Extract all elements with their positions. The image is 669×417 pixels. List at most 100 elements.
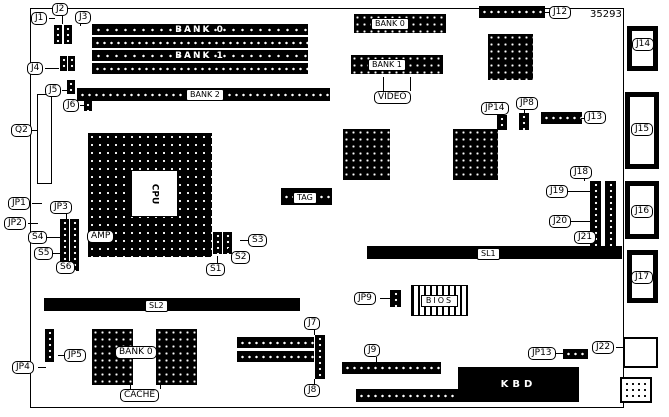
label-jp14: JP14 <box>481 102 509 115</box>
leader-line <box>584 178 585 181</box>
label-j6: J6 <box>63 99 80 112</box>
header-bar-b <box>237 351 314 362</box>
leader-line <box>524 110 525 113</box>
label-j15: J15 <box>631 123 654 136</box>
leader-line <box>66 214 67 219</box>
bank2-label: BANK 2 <box>186 89 224 101</box>
leader-line <box>44 237 60 238</box>
label-j1: J1 <box>31 12 48 25</box>
jumper-cluster-b <box>70 219 79 271</box>
leader-line <box>571 221 590 222</box>
label-video: VIDEO <box>374 91 411 104</box>
leader-line <box>545 12 550 13</box>
leader-line <box>314 379 315 384</box>
j16-port <box>625 181 659 239</box>
jumper-block-jp9 <box>390 290 401 307</box>
leader-line <box>217 256 218 263</box>
cache-bank0-label: BANK 0 <box>115 346 157 359</box>
video-bank0-label: BANK 0 <box>371 18 409 30</box>
label-cache: CACHE <box>120 389 160 402</box>
leader-line <box>28 223 38 224</box>
leader-line <box>376 357 377 362</box>
label-s6: S6 <box>56 261 76 274</box>
j12-header <box>479 6 545 18</box>
label-s1: S1 <box>206 263 226 276</box>
label-j20: J20 <box>549 215 572 228</box>
label-j9: J9 <box>364 344 381 357</box>
leader-line <box>32 203 42 204</box>
leader-line <box>568 191 590 192</box>
bios-label: BIOS <box>420 294 459 307</box>
leader-line <box>581 118 584 119</box>
switch-cluster-b <box>223 232 232 254</box>
leader-line <box>62 90 67 91</box>
leader-line <box>314 330 315 335</box>
leader-line <box>49 18 55 19</box>
label-jp3: JP3 <box>50 201 72 214</box>
tag-label: TAG <box>293 192 317 204</box>
label-j19: J19 <box>546 185 569 198</box>
label-j14: J14 <box>632 38 655 51</box>
sl2-label: SL2 <box>145 300 168 312</box>
header-bar-a <box>237 337 314 348</box>
leader-line <box>240 240 248 241</box>
leader-line <box>31 130 37 131</box>
label-s4: S4 <box>28 231 48 244</box>
part-number: 35293 <box>590 9 622 20</box>
leader-line <box>80 105 84 106</box>
cpu-label: CPU <box>149 183 160 204</box>
label-jp13: JP13 <box>528 347 556 360</box>
label-amp: AMP <box>87 230 115 243</box>
j22-connector <box>623 337 658 368</box>
jumper-block-j2 <box>64 25 72 44</box>
leader-line <box>130 385 131 389</box>
qfp-chip-left <box>343 129 390 180</box>
jumper-block-jp4 <box>45 329 54 362</box>
cpu-center: CPU <box>131 170 178 217</box>
label-s2: S2 <box>231 251 251 264</box>
label-j13: J13 <box>584 111 607 124</box>
label-j22: J22 <box>592 341 615 354</box>
switch-cluster-a <box>213 232 222 254</box>
label-jp2: JP2 <box>4 217 26 230</box>
label-j12: J12 <box>549 6 572 19</box>
simm-slot-bank1-a: BANK 1 <box>92 50 308 61</box>
header-strip-b <box>605 181 616 247</box>
label-j16: J16 <box>631 205 654 218</box>
label-jp9: JP9 <box>354 292 376 305</box>
label-s3: S3 <box>248 234 268 247</box>
leader-line <box>410 77 411 91</box>
bottom-right-connector <box>620 377 652 403</box>
label-j18: J18 <box>570 166 593 179</box>
label-jp5: JP5 <box>64 349 86 362</box>
simm-slot-bank0-a: BANK 0 <box>92 24 308 35</box>
qfp-chip-right <box>453 129 498 180</box>
j13-header <box>541 112 582 124</box>
kbd-label: KBD <box>500 379 537 390</box>
simm-slot-bank0-b <box>92 37 308 48</box>
qfp-chip-top <box>488 34 533 80</box>
jumper-block-j4b <box>68 56 75 71</box>
label-j21: J21 <box>574 231 597 244</box>
jp13-header <box>563 349 588 359</box>
leader-line <box>80 23 81 26</box>
bottom-header <box>356 389 459 402</box>
sl1-label: SL1 <box>477 248 500 260</box>
leader-line <box>62 16 63 24</box>
label-jp4: JP4 <box>12 361 34 374</box>
leader-line <box>556 353 563 354</box>
jumper-block-jp14 <box>497 115 507 130</box>
label-j5: J5 <box>45 84 62 97</box>
sl2-slot <box>44 298 300 311</box>
leader-line <box>383 77 384 91</box>
leader-line <box>58 355 64 356</box>
jumper-cluster-a <box>60 219 69 271</box>
label-q2: Q2 <box>11 124 32 137</box>
header-strip-a <box>590 181 601 247</box>
leader-line <box>50 253 60 254</box>
j9-header <box>342 362 441 374</box>
cache-chip-b <box>156 329 197 385</box>
kbd-chip: KBD <box>458 367 579 402</box>
label-j4: J4 <box>27 62 44 75</box>
